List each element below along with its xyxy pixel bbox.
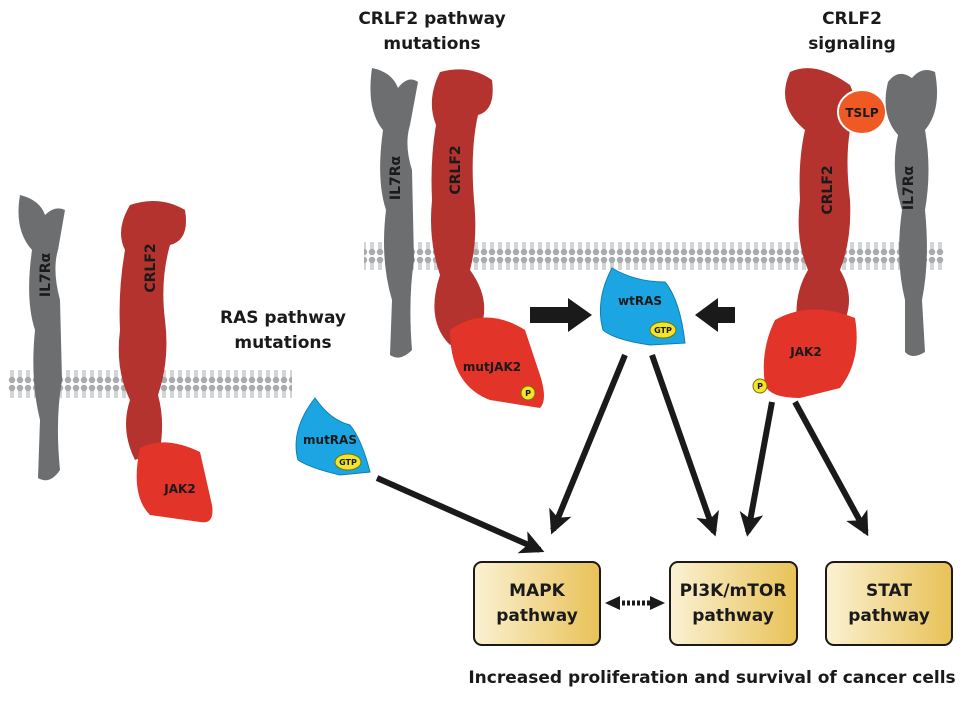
header-crlf2-signaling-line2: signaling xyxy=(808,34,896,54)
arrow-wtras-to-mapk xyxy=(549,353,628,535)
jak2-right xyxy=(763,309,857,398)
gtp-wtras-label: GTP xyxy=(654,326,672,335)
phospho-mutjak2-label: P xyxy=(525,389,531,398)
header-crlf2-mutations-line1: CRLF2 pathway xyxy=(358,9,505,29)
arrow-jak2-to-wtras xyxy=(695,298,735,332)
crlf2-right-label: CRLF2 xyxy=(820,165,836,214)
arrow-mutras-to-mapk xyxy=(375,475,545,554)
mutjak2 xyxy=(450,317,544,408)
mutras-label: mutRAS xyxy=(303,433,357,447)
phospho-jak2-label: P xyxy=(757,382,763,391)
crosstalk-arrow xyxy=(605,596,665,610)
header-ras-mutations-line1: RAS pathway xyxy=(220,308,346,328)
il7ra-left xyxy=(18,195,65,481)
pathway-box-stat: STAT pathway xyxy=(825,561,953,646)
arrow-jak2-to-stat xyxy=(792,400,869,537)
stat-line1: STAT xyxy=(866,581,912,601)
stat-line2: pathway xyxy=(848,606,930,626)
mapk-line2: pathway xyxy=(496,606,578,626)
tslp-label: TSLP xyxy=(845,106,878,120)
wtras-label: wtRAS xyxy=(618,294,662,308)
arrow-jak2-to-pi3k xyxy=(739,401,775,537)
arrow-wtras-to-pi3k xyxy=(649,354,719,537)
caption: Increased proliferation and survival of … xyxy=(468,668,955,688)
crlf2-right xyxy=(785,68,856,341)
header-crlf2-mutations-line2: mutations xyxy=(383,34,480,54)
phospho-mutjak2 xyxy=(520,385,536,401)
tslp xyxy=(837,89,887,135)
il7ra-middle xyxy=(370,68,418,358)
header-crlf2-signaling-line1: CRLF2 xyxy=(822,9,882,29)
crlf2-left-label: CRLF2 xyxy=(143,243,159,292)
il7ra-left-label: IL7Rα xyxy=(38,252,54,297)
crlf2-middle xyxy=(431,69,493,345)
mutjak2-label: mutJAK2 xyxy=(463,360,521,374)
crlf2-middle-label: CRLF2 xyxy=(448,145,464,194)
crlf2-left xyxy=(118,201,186,460)
il7ra-right-label: IL7Rα xyxy=(901,165,917,210)
jak2-right-label: JAK2 xyxy=(789,345,821,359)
pi3k-line2: pathway xyxy=(692,606,774,626)
header-ras-mutations-line2: mutations xyxy=(234,333,331,353)
gtp-mutras xyxy=(334,453,362,471)
gtp-mutras-label: GTP xyxy=(339,458,357,467)
pi3k-line1: PI3K/mTOR xyxy=(680,581,787,601)
jak2-left xyxy=(136,442,213,523)
arrow-mutjak2-to-wtras xyxy=(530,298,592,332)
pathway-box-pi3k-mtor: PI3K/mTOR pathway xyxy=(669,561,798,646)
phospho-jak2 xyxy=(752,378,768,394)
il7ra-right xyxy=(885,70,938,356)
mapk-line1: MAPK xyxy=(509,581,566,601)
il7ra-middle-label: IL7Rα xyxy=(388,155,404,200)
pathway-box-mapk: MAPK pathway xyxy=(473,561,601,646)
gtp-wtras xyxy=(649,321,677,339)
jak2-left-label: JAK2 xyxy=(163,482,195,496)
